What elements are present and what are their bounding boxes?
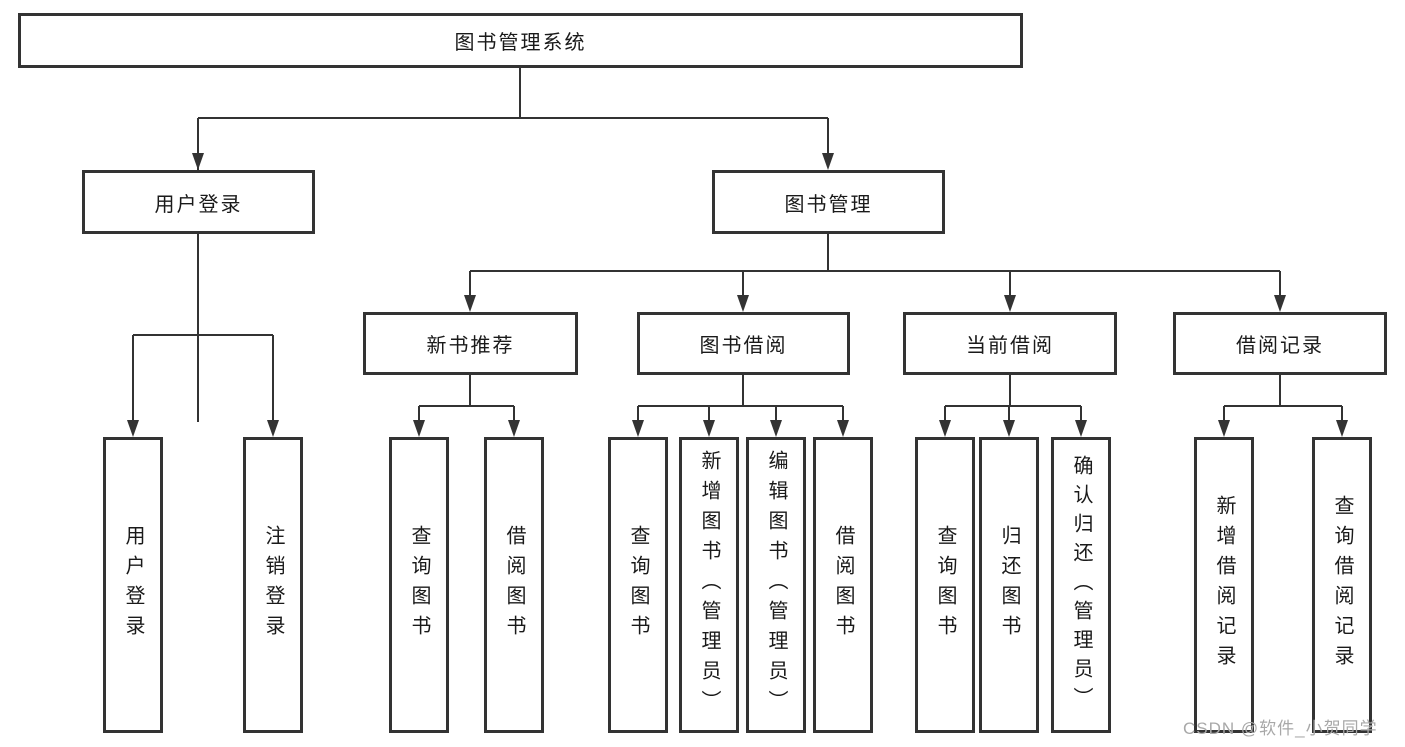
leaf-query-borrow-record-label: 查询借阅记录 bbox=[1331, 495, 1353, 675]
leaf-query-books-borrowing-label: 查询图书 bbox=[627, 525, 649, 645]
node-borrowing-records: 借阅记录 bbox=[1173, 312, 1387, 375]
leaf-edit-book-admin-label: 编辑图书（管理员） bbox=[765, 450, 787, 720]
leaf-logout: 注销登录 bbox=[243, 437, 303, 733]
node-book-management: 图书管理 bbox=[712, 170, 945, 234]
node-new-book-recommend: 新书推荐 bbox=[363, 312, 578, 375]
leaf-query-books-borrowing: 查询图书 bbox=[608, 437, 668, 733]
leaf-confirm-return-admin-label: 确认归还（管理员） bbox=[1070, 454, 1092, 716]
leaf-confirm-return-admin: 确认归还（管理员） bbox=[1051, 437, 1111, 733]
leaf-user-login: 用户登录 bbox=[103, 437, 163, 733]
leaf-query-borrow-record: 查询借阅记录 bbox=[1312, 437, 1372, 733]
leaf-borrow-books-borrowing: 借阅图书 bbox=[813, 437, 873, 733]
leaf-user-login-label: 用户登录 bbox=[122, 525, 144, 645]
leaf-query-books-recommend: 查询图书 bbox=[389, 437, 449, 733]
node-user-login: 用户登录 bbox=[82, 170, 315, 234]
leaf-return-books: 归还图书 bbox=[979, 437, 1039, 733]
leaf-query-books-recommend-label: 查询图书 bbox=[408, 525, 430, 645]
node-library-system: 图书管理系统 bbox=[18, 13, 1023, 68]
csdn-watermark: CSDN @软件_小贺同学 bbox=[1183, 719, 1378, 738]
leaf-add-book-admin: 新增图书（管理员） bbox=[679, 437, 739, 733]
leaf-add-book-admin-label: 新增图书（管理员） bbox=[698, 450, 720, 720]
leaf-add-borrow-record-label: 新增借阅记录 bbox=[1213, 495, 1235, 675]
leaf-logout-label: 注销登录 bbox=[262, 525, 284, 645]
leaf-add-borrow-record: 新增借阅记录 bbox=[1194, 437, 1254, 733]
leaf-query-books-current: 查询图书 bbox=[915, 437, 975, 733]
leaf-edit-book-admin: 编辑图书（管理员） bbox=[746, 437, 806, 733]
leaf-query-books-current-label: 查询图书 bbox=[934, 525, 956, 645]
node-book-borrowing: 图书借阅 bbox=[637, 312, 850, 375]
leaf-borrow-books-recommend: 借阅图书 bbox=[484, 437, 544, 733]
leaf-borrow-books-recommend-label: 借阅图书 bbox=[503, 525, 525, 645]
leaf-return-books-label: 归还图书 bbox=[998, 525, 1020, 645]
leaf-borrow-books-borrowing-label: 借阅图书 bbox=[832, 525, 854, 645]
node-current-borrowing: 当前借阅 bbox=[903, 312, 1117, 375]
